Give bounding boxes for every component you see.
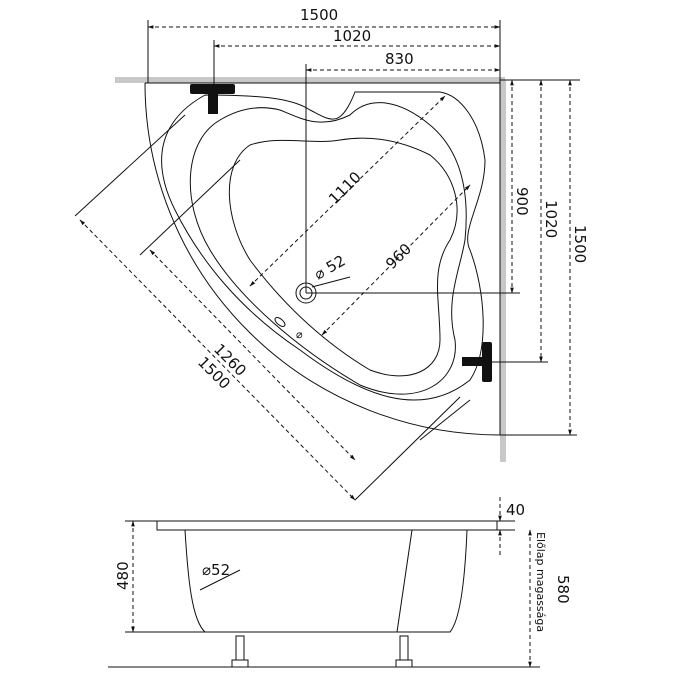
- dim-width-1020: 1020: [333, 27, 371, 45]
- small-drain-symbol: ⌀: [296, 328, 303, 341]
- tub-top-outline: [74, 82, 501, 501]
- horizontal-dimensions: 1500 1020 830: [147, 6, 501, 293]
- dim-height-1500: 1500: [571, 225, 589, 263]
- side-view: 480 40 ⌀52 Előlap magassága 580: [108, 497, 572, 668]
- dim-diag-960: 960: [382, 240, 415, 273]
- dim-width-1500: 1500: [300, 6, 338, 24]
- dim-diag-1110: 1110: [325, 168, 365, 208]
- dim-width-830: 830: [385, 50, 414, 68]
- diagonal-dimensions: 1110 960 ⌀ 52 ⌀ 1260 1500: [79, 95, 471, 501]
- dim-height-580: 580: [554, 575, 572, 604]
- dim-side-drain-52: ⌀52: [202, 561, 230, 579]
- dim-height-480: 480: [114, 561, 132, 590]
- dim-rim-40: 40: [506, 501, 525, 519]
- vertical-dimensions: 900 1020 1500: [306, 79, 589, 436]
- dim-height-1020: 1020: [542, 200, 560, 238]
- overflow-fitting-right: [462, 342, 492, 382]
- dim-height-900: 900: [513, 187, 531, 216]
- walls: [115, 77, 506, 462]
- overflow-fitting-top: [190, 84, 235, 114]
- front-panel-height-label: Előlap magassága: [534, 532, 547, 632]
